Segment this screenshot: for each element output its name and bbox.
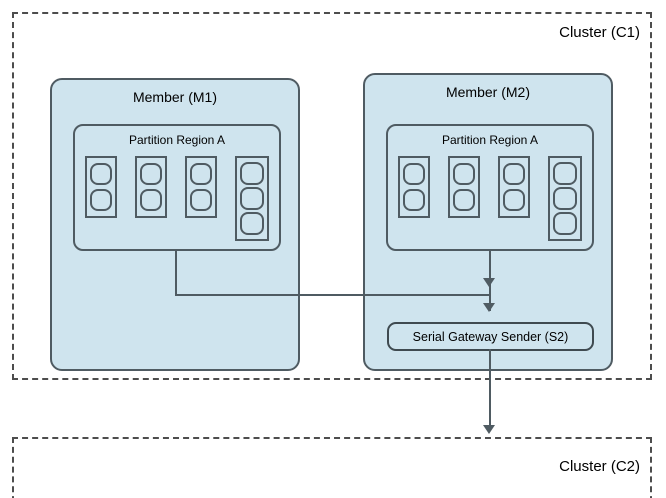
- bucket-entry: [403, 163, 425, 185]
- bucket-entry: [140, 163, 162, 185]
- serial-gateway-sender-s2[interactable]: Serial Gateway Sender (S2): [387, 322, 594, 351]
- bucket-column[interactable]: [548, 156, 582, 241]
- bucket-entry: [140, 189, 162, 211]
- bucket-column[interactable]: [448, 156, 480, 218]
- bucket-entry: [190, 189, 212, 211]
- partition-region-a-m1[interactable]: Partition Region A: [73, 124, 281, 251]
- partition-region-a-m1-label: Partition Region A: [128, 133, 226, 147]
- bucket-column[interactable]: [235, 156, 269, 241]
- cluster-c1-boundary: [12, 12, 652, 380]
- connector-gateway-to-c2-arrowhead: [483, 425, 495, 434]
- cluster-c2-boundary: [12, 437, 652, 498]
- connector-m1-region-down-line: [175, 249, 177, 295]
- connector-m1-region-across-line: [175, 294, 491, 296]
- bucket-entry: [190, 163, 212, 185]
- serial-gateway-sender-s2-label: Serial Gateway Sender (S2): [412, 329, 569, 344]
- bucket-entry: [453, 163, 475, 185]
- bucket-column[interactable]: [185, 156, 217, 218]
- bucket-entry: [403, 189, 425, 211]
- bucket-column[interactable]: [398, 156, 430, 218]
- bucket-entry: [90, 189, 112, 211]
- member-m2-label: Member (M2): [445, 84, 530, 100]
- bucket-entry: [503, 189, 525, 211]
- connector-gateway-to-c2-line: [489, 349, 491, 431]
- bucket-column[interactable]: [85, 156, 117, 218]
- bucket-entry: [90, 163, 112, 185]
- bucket-column[interactable]: [135, 156, 167, 218]
- bucket-entry: [240, 212, 264, 235]
- bucket-entry: [503, 163, 525, 185]
- connector-m2-region-arrowhead: [483, 278, 495, 287]
- bucket-entry: [553, 187, 577, 210]
- bucket-group-m2: [398, 156, 582, 241]
- cluster-c1-label: Cluster (C1): [559, 24, 640, 41]
- bucket-entry: [453, 189, 475, 211]
- bucket-entry: [240, 162, 264, 185]
- partition-region-a-m2-label: Partition Region A: [441, 133, 539, 147]
- partition-region-a-m2[interactable]: Partition Region A: [386, 124, 594, 251]
- connector-to-gateway-arrowhead: [483, 303, 495, 312]
- bucket-entry: [553, 212, 577, 235]
- member-m1[interactable]: Member (M1) Partition Region A: [50, 78, 300, 371]
- member-m2[interactable]: Member (M2) Partition Region A: [363, 73, 613, 371]
- cluster-c2-label: Cluster (C2): [559, 458, 640, 475]
- member-m1-label: Member (M1): [132, 89, 217, 105]
- bucket-group-m1: [85, 156, 269, 241]
- bucket-column[interactable]: [498, 156, 530, 218]
- bucket-entry: [240, 187, 264, 210]
- bucket-entry: [553, 162, 577, 185]
